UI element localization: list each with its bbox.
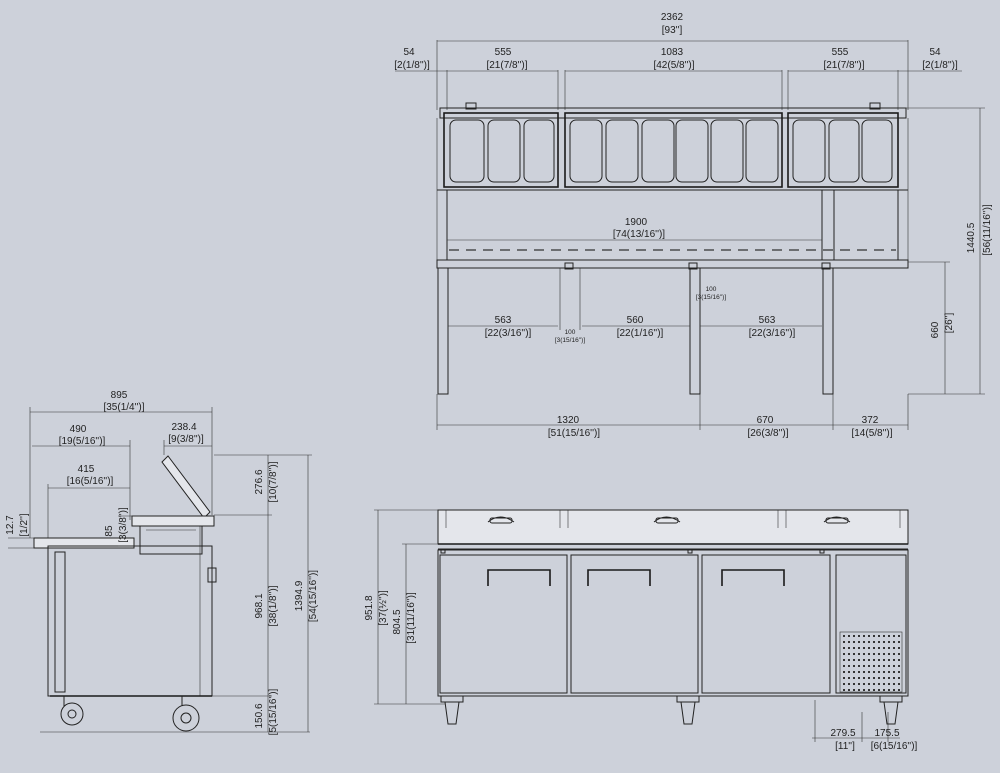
- plan-bay-left-in: [22(3/16'')]: [485, 328, 532, 339]
- side-total-height-mm: 1394.9: [294, 580, 305, 611]
- plan-base-mid-mm: 670: [757, 415, 774, 426]
- plan-right-pans-mm: 555: [832, 47, 849, 58]
- plan-left-pans-mm: 555: [495, 47, 512, 58]
- vent-grille: [839, 631, 903, 693]
- front-worktop-height-in: [37(½'')]: [378, 590, 389, 626]
- side-overall-depth-mm: 895: [111, 390, 128, 401]
- side-lid-height-mm: 276.6: [254, 469, 265, 494]
- plan-right-margin-mm: 54: [929, 47, 941, 58]
- plan-bay-right-mm: 563: [759, 315, 776, 326]
- plan-inner-span-mm: 1900: [625, 217, 648, 228]
- plan-depth-mm: 1440.5: [966, 222, 977, 253]
- plan-right-pans-in: [21(7/8'')]: [823, 60, 864, 71]
- plan-bay-center-mm: 560: [627, 315, 644, 326]
- plan-left-margin-in: [2(1/8'')]: [394, 60, 430, 71]
- side-inner-depth-in: [16(5/16'')]: [67, 476, 114, 487]
- plan-base-left-mm: 1320: [557, 415, 580, 426]
- side-cutting-board-mm: 490: [70, 424, 87, 435]
- side-board-thickness-mm: 12.7: [5, 515, 16, 535]
- side-board-thickness-in: [1/2'']: [19, 513, 30, 536]
- plan-overall-width-in: [93'']: [662, 25, 683, 36]
- front-body-height-mm: 804.5: [392, 609, 403, 634]
- plan-center-pans-in: [42(5/8'')]: [653, 60, 694, 71]
- plan-rear-depth-in: [26'']: [944, 313, 955, 334]
- plan-base-right-in: [14(5/8'')]: [851, 428, 892, 439]
- plan-right-margin-in: [2(1/8'')]: [922, 60, 958, 71]
- front-foot-offset-mm: 279.5: [830, 728, 855, 739]
- plan-rear-depth-mm: 660: [930, 321, 941, 338]
- plan-depth-in: [56(11/16'')]: [982, 204, 993, 256]
- side-lid-height-in: [10(7/8'')]: [268, 461, 279, 502]
- side-pan-depth-mm: 85: [104, 525, 115, 537]
- plan-bay-center-in: [22(1/16'')]: [617, 328, 664, 339]
- plan-center-pans-mm: 1083: [661, 47, 684, 58]
- plan-left-pans-in: [21(7/8'')]: [486, 60, 527, 71]
- front-foot-width-mm: 175.5: [874, 728, 899, 739]
- front-worktop-height-mm: 951.8: [364, 595, 375, 620]
- side-inner-depth-mm: 415: [78, 464, 95, 475]
- side-pan-depth-in: [3(3/8'')]: [118, 507, 129, 543]
- side-caster-height-in: [5(15/16'')]: [268, 688, 279, 735]
- side-lid-offset-mm: 238.4: [171, 422, 196, 433]
- front-foot-offset-in: [11'']: [835, 741, 855, 752]
- plan-left-margin-mm: 54: [403, 47, 415, 58]
- side-view: 895 [35(1/4'')] 490 [19(5/16'')] 238.4 […: [5, 390, 319, 735]
- side-lid-offset-in: [9(3/8'')]: [168, 434, 204, 445]
- plan-post-left-in: [3(15/16'')]: [555, 337, 585, 344]
- side-caster-height-mm: 150.6: [254, 703, 265, 728]
- plan-post-left-mm: 100: [565, 329, 576, 336]
- plan-base-mid-in: [26(3/8'')]: [747, 428, 788, 439]
- plan-base-left-in: [51(15/16'')]: [548, 428, 600, 439]
- side-body-height-in: [38(1/8'')]: [268, 585, 279, 626]
- plan-post-right-mm: 100: [706, 286, 717, 293]
- side-overall-depth-in: [35(1/4'')]: [103, 402, 144, 413]
- plan-bay-right-in: [22(3/16'')]: [749, 328, 796, 339]
- front-view: 951.8 [37(½'')] 804.5 [31(11/16'')] 279.…: [364, 509, 918, 752]
- plan-inner-span-in: [74(13/16'')]: [613, 229, 665, 240]
- plan-post-right-in: [3(15/16'')]: [696, 294, 726, 301]
- front-foot-width-in: [6(15/16'')]: [871, 741, 918, 752]
- plan-bay-left-mm: 563: [495, 315, 512, 326]
- plan-overall-width-mm: 2362: [661, 12, 684, 23]
- side-cutting-board-in: [19(5/16'')]: [59, 436, 106, 447]
- plan-view: 2362 [93''] 54 [2(1/8'')] 555 [21(7/8'')…: [394, 12, 993, 439]
- side-total-height-in: [54(15/16'')]: [308, 570, 319, 622]
- front-body-height-in: [31(11/16'')]: [406, 592, 417, 644]
- side-body-height-mm: 968.1: [254, 593, 265, 618]
- plan-base-right-mm: 372: [862, 415, 879, 426]
